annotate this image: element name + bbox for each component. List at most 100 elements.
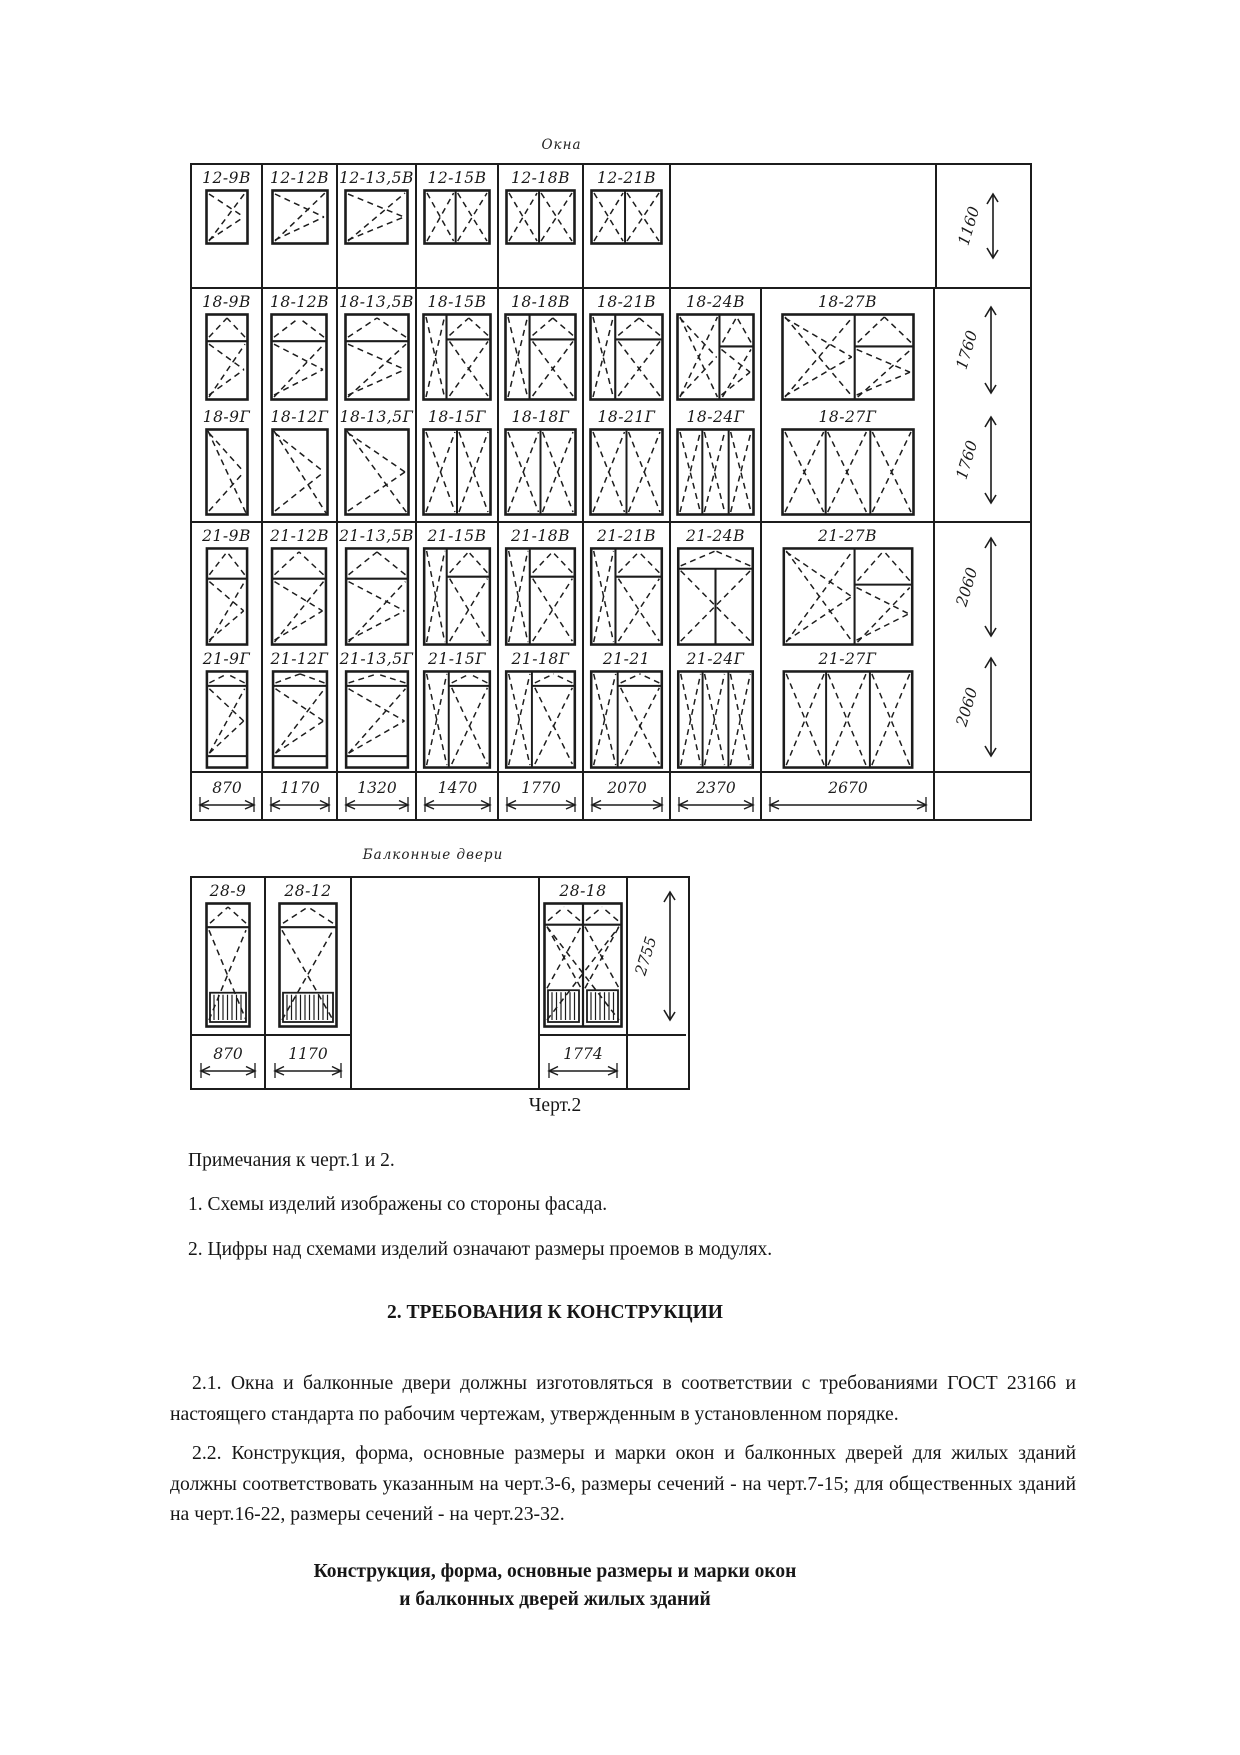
scheme-block: 18-24В <box>676 289 755 404</box>
scheme-block: 18-12Г <box>271 404 329 519</box>
svg-text:2370: 2370 <box>695 779 736 797</box>
scheme-label: 28-9 <box>209 882 247 900</box>
table-cell: 21-13,5В 21-13,5Г <box>338 523 417 771</box>
table-cell: 21-24В 21-24Г <box>671 523 762 771</box>
table-cell: 12-18В <box>499 165 584 287</box>
scheme-label: 21-9В <box>202 527 251 545</box>
svg-text:2060: 2060 <box>952 685 981 729</box>
scheme-21-13,5В <box>344 547 409 646</box>
width-dimension: 2370 <box>676 779 755 812</box>
table-cell: 18-9В 18-9Г <box>192 289 263 521</box>
scheme-21-18В <box>504 547 577 646</box>
scheme-label: 12-9В <box>202 169 251 187</box>
svg-text:2755: 2755 <box>631 935 660 979</box>
scheme-label: 21-24Г <box>686 650 745 668</box>
scheme-21-21В <box>589 547 664 646</box>
scheme-block: 21-12Г <box>271 646 329 769</box>
subsection-heading-line: Конструкция, форма, основные размеры и м… <box>313 1561 797 1582</box>
table-cell: 18-18В 18-18Г <box>499 289 584 521</box>
svg-text:1320: 1320 <box>357 779 397 797</box>
scheme-28-12 <box>278 902 338 1028</box>
width-dimension: 870 <box>197 779 256 812</box>
subsection-heading: Конструкция, форма, основные размеры и м… <box>170 1558 940 1613</box>
table-cell: 12-12В <box>263 165 338 287</box>
door-scheme-block: 28-12 <box>266 878 350 1036</box>
width-cell: 2070 <box>584 773 671 819</box>
svg-text:1760: 1760 <box>952 438 981 481</box>
width-dimension: 1170 <box>268 779 331 812</box>
scheme-label: 12-12В <box>269 169 330 187</box>
scheme-21-9Г <box>205 670 248 769</box>
scheme-block: 21-15Г <box>422 646 492 769</box>
scheme-block: 21-24В <box>676 523 755 646</box>
scheme-21-21 <box>589 670 664 769</box>
notes-intro: Примечания к черт.1 и 2. <box>188 1150 395 1171</box>
svg-text:1770: 1770 <box>521 779 561 797</box>
section-heading: 2. ТРЕБОВАНИЯ К КОНСТРУКЦИИ <box>387 1302 723 1323</box>
scheme-18-15В <box>422 313 492 401</box>
door-cell: 28-9 870 <box>192 878 266 1088</box>
scheme-18-27В <box>780 313 915 401</box>
scheme-block: 21-15В <box>422 523 492 646</box>
scheme-21-13,5Г <box>344 670 409 769</box>
scheme-18-13,5Г <box>343 428 410 516</box>
table-cell: 12-15В <box>417 165 499 287</box>
scheme-18-18В <box>504 313 577 401</box>
scheme-21-15Г <box>422 670 492 769</box>
scheme-block: 18-9В <box>202 289 251 404</box>
width-dimension: 1470 <box>422 779 492 812</box>
scheme-18-21Г <box>589 428 664 516</box>
scheme-18-9Г <box>204 428 249 516</box>
height-dimension: 1760 <box>952 305 997 395</box>
scheme-18-24В <box>676 313 755 401</box>
scheme-21-27Г <box>782 670 913 769</box>
scheme-label: 18-9Г <box>202 408 251 426</box>
scheme-21-27В <box>782 547 913 646</box>
width-dimension: 2070 <box>589 779 664 812</box>
scheme-block: 18-18В <box>504 289 577 404</box>
scheme-block: 18-9Г <box>203 404 251 519</box>
scheme-block: 18-13,5Г <box>340 404 414 519</box>
scheme-18-24Г <box>676 428 755 516</box>
scheme-block: 21-18Г <box>504 646 577 769</box>
scheme-label: 18-18Г <box>511 408 570 426</box>
scheme-label: 18-24Г <box>686 408 745 426</box>
scheme-label: 18-27В <box>817 293 878 311</box>
scheme-21-12Г <box>271 670 328 769</box>
scheme-label: 21-21В <box>596 527 657 545</box>
scheme-18-12В <box>270 313 329 401</box>
scheme-block: 21-13,5В <box>339 523 414 646</box>
empty-cell <box>935 773 1020 819</box>
scheme-label: 21-21 <box>602 650 651 668</box>
width-dimension: 870 <box>199 1045 257 1078</box>
width-dimension: 1320 <box>343 779 410 812</box>
scheme-label: 21-13,5Г <box>339 650 414 668</box>
balcony-doors-figure-title: Балконные двери <box>362 847 504 863</box>
windows-figure-title: Окна <box>541 137 582 153</box>
scheme-label: 12-18В <box>510 169 571 187</box>
note-item: 1. Схемы изделий изображены со стороны ф… <box>188 1194 608 1215</box>
scheme-label: 18-12Г <box>270 408 329 426</box>
svg-text:2060: 2060 <box>952 566 981 610</box>
scheme-12-9В <box>204 189 249 245</box>
scheme-block: 21-21 <box>589 646 664 769</box>
scheme-label: 21-12Г <box>270 650 329 668</box>
svg-text:1760: 1760 <box>952 328 981 371</box>
height-dims-cell: 2060 2060 <box>935 523 1020 771</box>
width-cell: 1320 <box>338 773 417 819</box>
scheme-block: 21-27Г <box>781 646 915 769</box>
scheme-label: 21-27В <box>817 527 878 545</box>
height-dimension: 1160 <box>954 192 999 260</box>
door-width-block: 1170 <box>271 1036 345 1088</box>
svg-text:2070: 2070 <box>606 779 647 797</box>
